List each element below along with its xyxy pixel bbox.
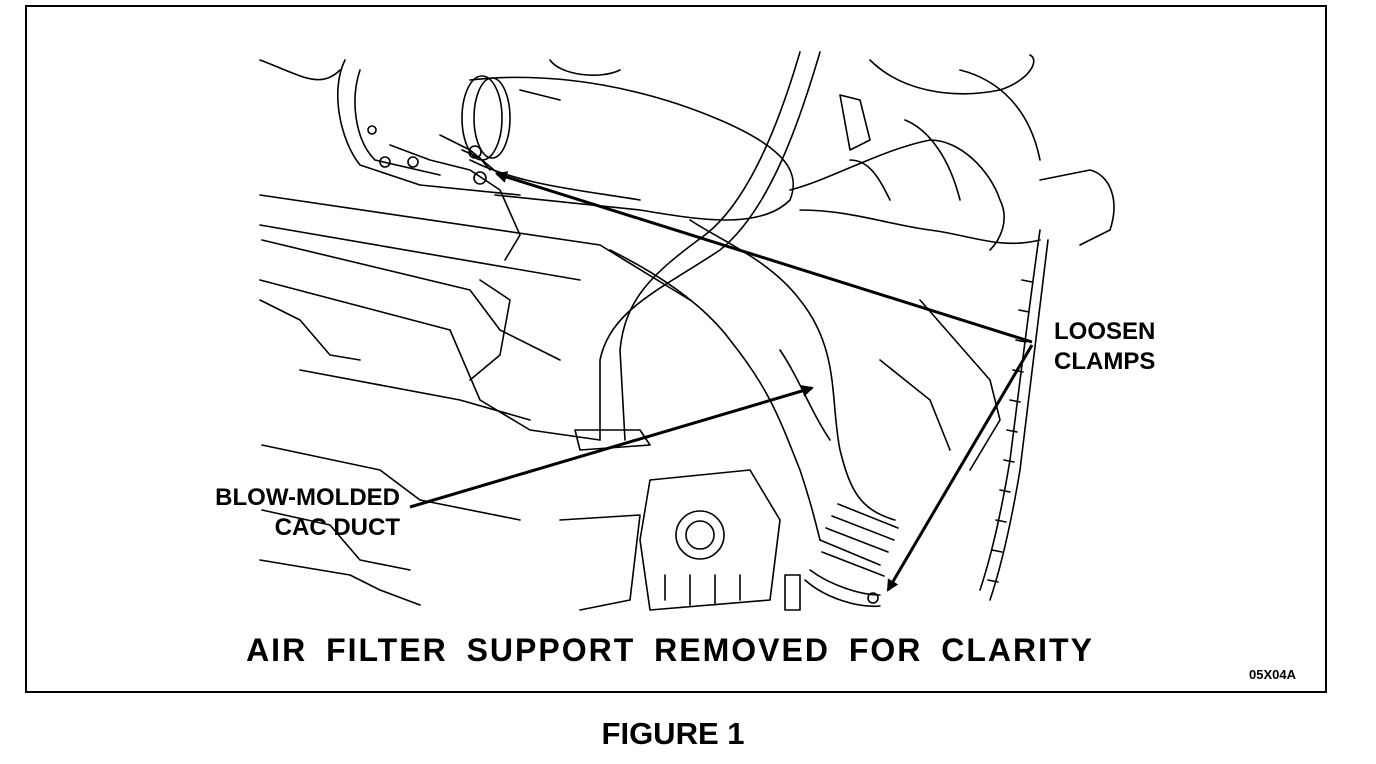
mounting-bracket xyxy=(559,469,879,611)
loosen-clamps-line-1: LOOSEN xyxy=(1054,318,1156,345)
figure-frame xyxy=(25,5,1327,693)
cac-duct-line-2: CAC DUCT xyxy=(274,514,400,541)
callout-leaders xyxy=(409,171,1034,592)
loosen-clamps-line-2: CLAMPS xyxy=(1054,348,1156,375)
loosen-clamps-leader-upper xyxy=(495,171,1033,344)
figure-label: FIGURE 1 xyxy=(601,716,745,751)
radiator-support xyxy=(259,59,691,606)
cac-duct-callout: BLOW-MOLDED CAC DUCT xyxy=(150,483,400,543)
figure-caption: AIR FILTER SUPPORT REMOVED FOR CLARITY xyxy=(246,632,1094,668)
cac-hose xyxy=(461,75,794,221)
wiring-harness xyxy=(789,69,1049,601)
engine-block xyxy=(519,54,1115,471)
loosen-clamps-callout: LOOSEN CLAMPS xyxy=(1054,317,1155,377)
image-code: 05X04A xyxy=(1249,667,1296,682)
coolant-tubes xyxy=(574,51,821,451)
loosen-clamps-leader-lower xyxy=(886,344,1034,592)
cac-duct-line-1: BLOW-MOLDED xyxy=(215,484,400,511)
duct-leader xyxy=(409,385,814,509)
